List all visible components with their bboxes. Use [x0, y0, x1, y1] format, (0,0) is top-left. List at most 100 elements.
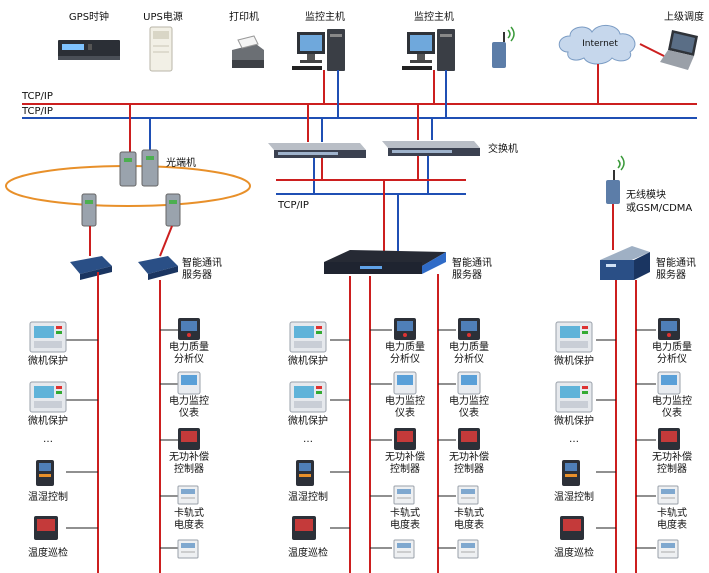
temp-patrol-label: 温度巡检	[28, 548, 68, 559]
reactive-comp-label-2: 控制器	[657, 464, 687, 475]
din-rail-energy-meter-icon	[177, 539, 199, 559]
mid-tcpip-label: TCP/IP	[278, 200, 309, 211]
micro-protection-label: 微机保护	[288, 356, 328, 367]
reactive-compensation-controller-icon	[458, 428, 480, 450]
power-quality-label-1: 电力质量	[385, 342, 425, 353]
wireless-module-label: 无线模块	[626, 190, 666, 201]
temp-patrol-label: 温度巡检	[288, 548, 328, 559]
temp-humidity-label: 温湿控制	[288, 492, 328, 503]
switch-label: 交换机	[488, 144, 518, 155]
reactive-comp-label-2: 控制器	[390, 464, 420, 475]
din-rail-energy-meter-icon	[657, 485, 679, 505]
ellipsis-label: …	[43, 434, 53, 445]
power-monitor-label-2: 仪表	[459, 408, 479, 419]
power-quality-analyzer-icon	[458, 318, 480, 340]
power-monitor-label-1: 电力监控	[449, 396, 489, 407]
reactive-comp-label-2: 控制器	[454, 464, 484, 475]
printer-icon	[232, 35, 264, 68]
temp-humidity-controller-icon	[562, 460, 580, 486]
micro-protection-device-icon	[29, 381, 67, 413]
reactive-comp-label-1: 无功补偿	[169, 452, 209, 463]
micro-protection-device-icon	[289, 321, 327, 353]
din-meter-label-1: 卡轨式	[390, 508, 420, 519]
micro-protection-device-icon	[555, 381, 593, 413]
optical-terminal-2-icon	[81, 193, 97, 227]
tcpip-bus-label-1: TCP/IP	[22, 91, 53, 102]
reactive-compensation-controller-icon	[658, 428, 680, 450]
power-monitor-label-2: 仪表	[395, 408, 415, 419]
power-monitor-label-1: 电力监控	[652, 396, 692, 407]
din-meter-label-1: 卡轨式	[454, 508, 484, 519]
wireless-module-icon	[606, 155, 625, 204]
power-quality-analyzer-icon	[394, 318, 416, 340]
din-rail-energy-meter-icon	[457, 539, 479, 559]
monitor-host-2-icon	[402, 29, 455, 71]
temp-patrol-label: 温度巡检	[554, 548, 594, 559]
optical-terminal-3-icon	[165, 193, 181, 227]
ellipsis-label: …	[303, 434, 313, 445]
server-middle-label-2: 服务器	[452, 270, 482, 281]
power-monitor-meter-icon	[177, 371, 201, 395]
power-quality-analyzer-icon	[178, 318, 200, 340]
monitor-host-1-icon	[292, 29, 345, 71]
power-quality-label-1: 电力质量	[449, 342, 489, 353]
wireless-module-label-2: 或GSM/CDMA	[626, 203, 693, 214]
temp-patrol-device-icon	[34, 516, 58, 540]
din-meter-label-2: 电度表	[454, 520, 484, 531]
printer-label: 打印机	[229, 12, 259, 23]
ups-icon	[149, 26, 173, 72]
monitor-host-2-label: 监控主机	[414, 12, 454, 23]
gps-clock-label: GPS时钟	[68, 12, 110, 23]
din-meter-label-2: 电度表	[174, 520, 204, 531]
micro-protection-device-icon	[29, 321, 67, 353]
monitor-host-1-label: 监控主机	[305, 12, 345, 23]
comm-server-middle-icon	[324, 250, 446, 274]
ellipsis-label: …	[569, 434, 579, 445]
power-quality-label-2: 分析仪	[657, 354, 687, 365]
micro-protection-device-icon	[555, 321, 593, 353]
din-rail-energy-meter-icon	[393, 485, 415, 505]
temp-humidity-controller-icon	[36, 460, 54, 486]
micro-protection-label: 微机保护	[288, 416, 328, 427]
internet-label: Internet	[582, 39, 618, 49]
din-rail-energy-meter-icon	[393, 539, 415, 559]
temp-patrol-device-icon	[560, 516, 584, 540]
reactive-comp-label-1: 无功补偿	[385, 452, 425, 463]
power-monitor-label-1: 电力监控	[169, 396, 209, 407]
comm-server-left-2-icon	[138, 256, 178, 280]
power-quality-label-2: 分析仪	[174, 354, 204, 365]
internet-cloud-icon	[558, 25, 636, 65]
micro-protection-label: 微机保护	[554, 356, 594, 367]
power-quality-analyzer-icon	[658, 318, 680, 340]
switch-2-icon	[382, 141, 480, 156]
tcpip-bus-label-2: TCP/IP	[22, 106, 53, 117]
server-right-label-2: 服务器	[656, 270, 686, 281]
power-quality-label-2: 分析仪	[454, 354, 484, 365]
power-monitor-label-2: 仪表	[662, 408, 682, 419]
temp-humidity-label: 温湿控制	[554, 492, 594, 503]
micro-protection-device-icon	[289, 381, 327, 413]
power-quality-label-2: 分析仪	[390, 354, 420, 365]
power-quality-label-1: 电力质量	[652, 342, 692, 353]
server-right-label-1: 智能通讯	[656, 258, 696, 269]
ups-label: UPS电源	[143, 12, 183, 23]
din-meter-label-1: 卡轨式	[657, 508, 687, 519]
din-rail-energy-meter-icon	[457, 485, 479, 505]
din-rail-energy-meter-icon	[177, 485, 199, 505]
server-middle-label-1: 智能通讯	[452, 258, 492, 269]
power-monitor-label-2: 仪表	[179, 408, 199, 419]
din-meter-label-2: 电度表	[657, 520, 687, 531]
laptop-icon	[660, 30, 698, 70]
gps-clock-icon	[58, 40, 120, 60]
wireless-modem-icon	[492, 26, 515, 68]
power-monitor-label-1: 电力监控	[385, 396, 425, 407]
optical-terminal-label: 光端机	[166, 158, 196, 169]
power-monitor-meter-icon	[457, 371, 481, 395]
din-meter-label-2: 电度表	[390, 520, 420, 531]
reactive-comp-label-2: 控制器	[174, 464, 204, 475]
temp-patrol-device-icon	[292, 516, 316, 540]
reactive-compensation-controller-icon	[394, 428, 416, 450]
optical-terminal-1-icon	[119, 149, 159, 187]
din-meter-label-1: 卡轨式	[174, 508, 204, 519]
